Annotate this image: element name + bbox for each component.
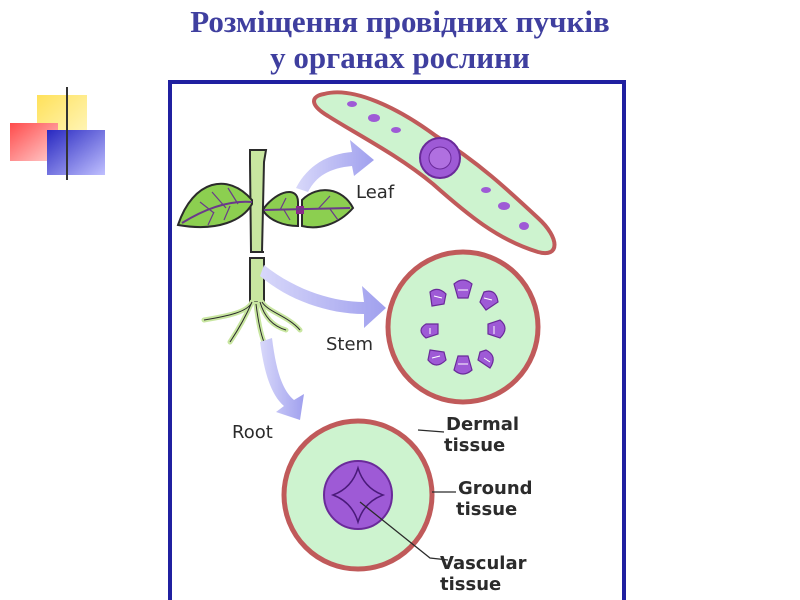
arrow-to-leaf: [296, 140, 374, 192]
label-leaf: Leaf: [356, 182, 395, 203]
label-vascular: Vascular: [440, 553, 527, 574]
stem-cross-section: [385, 249, 541, 405]
label-root: Root: [232, 422, 273, 443]
root-cross-section: [281, 418, 435, 572]
decor-blue-square: [47, 130, 105, 175]
arrow-to-stem: [260, 265, 386, 328]
slide-decoration: [10, 87, 760, 180]
arrow-to-root: [260, 338, 304, 420]
label-dermal: Dermal: [446, 414, 519, 435]
leader-lines: [359, 429, 456, 561]
slide-title-line-1: Розміщення провідних пучків: [190, 4, 610, 39]
label-stem: Stem: [326, 334, 373, 355]
stem-vascular-bundles: [420, 279, 506, 375]
label-dermal-tissue: tissue: [444, 435, 505, 456]
label-ground: Ground: [458, 478, 533, 499]
plant-illustration: [176, 149, 355, 345]
root-vascular-core: [323, 460, 393, 530]
leaf-cross-section: [312, 90, 557, 256]
slide-title-line-2: у органах рослини: [270, 40, 530, 75]
plant-vascular-diagram: Leaf Stem Root Dermal tissue Ground tiss…: [168, 80, 626, 600]
label-vascular-tissue: tissue: [440, 574, 501, 595]
label-ground-tissue: tissue: [456, 499, 517, 520]
